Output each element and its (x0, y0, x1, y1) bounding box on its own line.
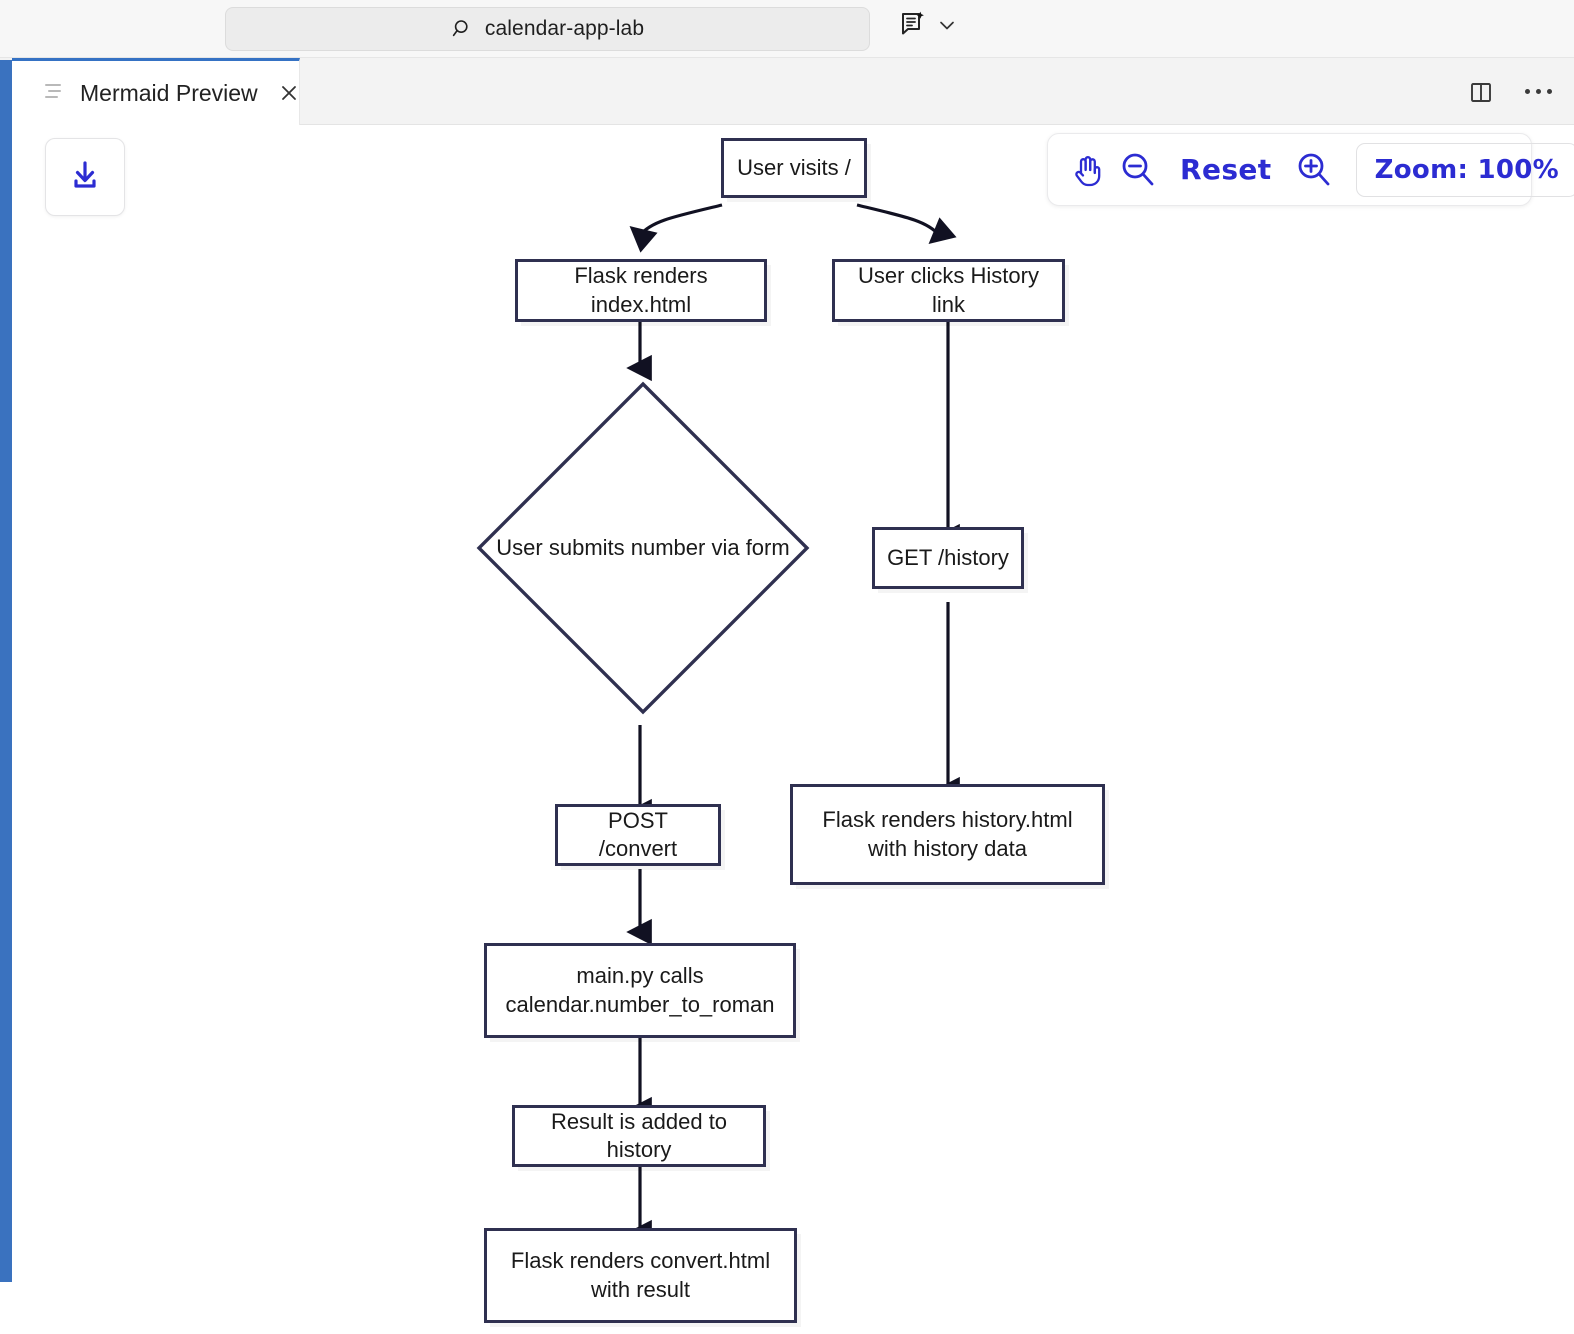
tab-bar: Mermaid Preview (0, 58, 1574, 125)
node-label: User clicks History link (858, 263, 1039, 317)
node-label: Flask renders history.html with history … (822, 807, 1073, 861)
node-label: main.py calls calendar.number_to_roman (505, 963, 775, 1017)
flowchart: User visits / Flask renders index.html U… (12, 125, 1574, 1334)
flowchart-node[interactable]: Result is added to history (512, 1105, 766, 1167)
download-icon (65, 155, 105, 200)
copilot-chat-icon (898, 10, 928, 45)
node-label: User visits / (737, 154, 851, 180)
flowchart-node[interactable]: User visits / (721, 138, 867, 198)
tab-bar-actions (1467, 58, 1554, 125)
node-label: Result is added to history (550, 1108, 728, 1162)
more-actions-icon[interactable] (1523, 83, 1554, 100)
node-label: Flask renders index.html (574, 263, 708, 317)
node-label: Flask renders convert.html with result (510, 1248, 771, 1302)
flowchart-node[interactable]: Flask renders index.html (515, 259, 767, 322)
reset-button[interactable]: Reset (1180, 153, 1272, 186)
split-editor-icon[interactable] (1467, 78, 1495, 106)
close-icon[interactable] (278, 80, 300, 106)
command-center-search[interactable]: calendar-app-lab (225, 7, 870, 51)
flowchart-node[interactable]: GET /history (872, 527, 1024, 589)
title-bar: calendar-app-lab (0, 0, 1574, 58)
download-button[interactable] (45, 138, 125, 216)
zoom-out-icon[interactable] (1114, 142, 1162, 198)
node-label: User submits number via form (496, 535, 790, 560)
mermaid-preview-canvas[interactable]: Reset Zoom: 100% (12, 125, 1574, 1334)
node-label: POST /convert (598, 807, 678, 861)
hand-pan-icon[interactable] (1066, 142, 1110, 198)
flowchart-node[interactable]: Flask renders convert.html with result (484, 1228, 797, 1323)
diamond-shape (476, 381, 810, 715)
editor-group-accent-bar (0, 60, 12, 1282)
zoom-in-icon[interactable] (1290, 142, 1338, 198)
chevron-down-icon (936, 14, 958, 41)
flowchart-node[interactable]: POST /convert (555, 804, 721, 866)
command-center-text: calendar-app-lab (484, 17, 645, 40)
flowchart-node[interactable]: User submits number via form (473, 378, 813, 718)
zoom-toolbar: Reset Zoom: 100% (1047, 133, 1574, 206)
flowchart-node[interactable]: User clicks History link (832, 259, 1065, 322)
tab-label: Mermaid Preview (80, 79, 258, 106)
flowchart-node[interactable]: Flask renders history.html with history … (790, 784, 1105, 885)
preview-lines-icon (42, 80, 64, 107)
zoom-level-badge[interactable]: Zoom: 100% (1355, 142, 1574, 197)
flowchart-edges (626, 203, 960, 1247)
flowchart-node[interactable]: main.py calls calendar.number_to_roman (484, 943, 796, 1038)
search-icon (451, 17, 475, 41)
tab-mermaid-preview[interactable]: Mermaid Preview (12, 58, 300, 125)
node-label: GET /history (887, 544, 1009, 570)
copilot-chat-button[interactable] (898, 10, 958, 45)
